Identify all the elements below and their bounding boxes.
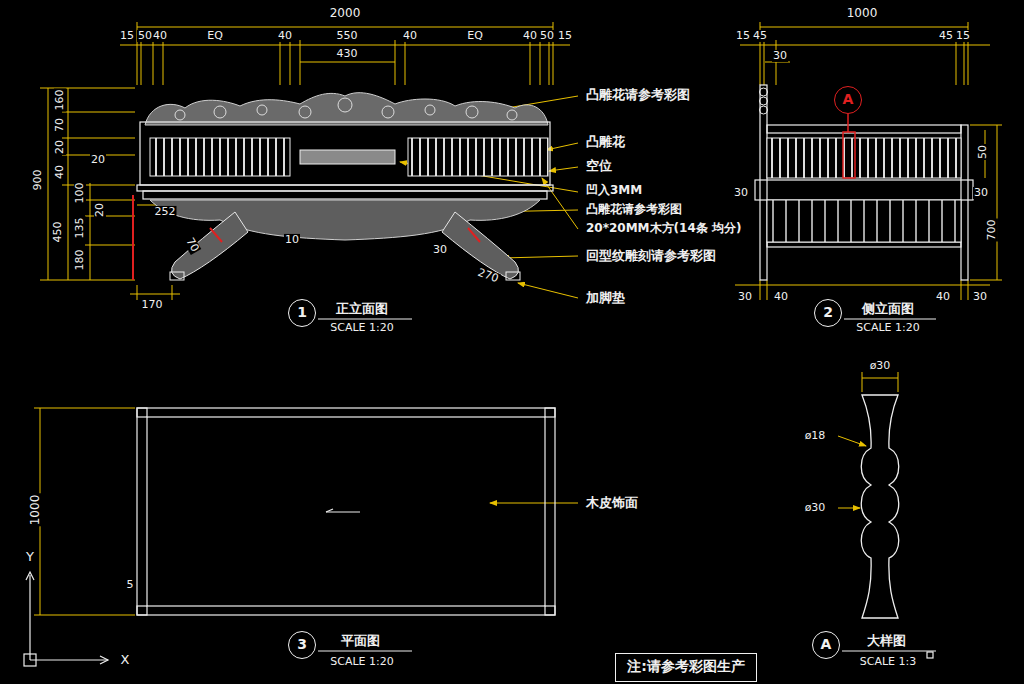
dimension-text: 30 bbox=[733, 187, 749, 199]
dimension-text: 15 bbox=[557, 30, 573, 42]
dimension-text: 1000 bbox=[29, 494, 42, 527]
dimension-text: 10 bbox=[284, 234, 300, 246]
dimension-text: 30 bbox=[772, 50, 788, 62]
callout-number: A bbox=[843, 92, 854, 107]
note-label: 回型纹雕刻请参考彩图 bbox=[585, 249, 717, 263]
dimension-text: X bbox=[120, 653, 131, 667]
callout-circle: 2 bbox=[814, 299, 842, 327]
callout-circle: A bbox=[812, 631, 840, 659]
callout-circle: A bbox=[834, 86, 862, 114]
dimension-text: 550 bbox=[336, 30, 359, 42]
dimension-text: 1000 bbox=[846, 7, 879, 20]
dimension-text: EQ bbox=[206, 30, 224, 42]
note-label: 加脚垫 bbox=[585, 291, 626, 305]
dimension-text: 20 bbox=[54, 139, 66, 155]
callout-circle: 1 bbox=[288, 299, 316, 327]
dimension-text: SCALE 1:20 bbox=[329, 656, 394, 668]
note-label: 凸雕花请参考彩图 bbox=[585, 88, 691, 102]
callout-circle: 3 bbox=[288, 631, 316, 659]
dimension-text: SCALE 1:3 bbox=[859, 656, 917, 668]
note-label: 凸雕花请参考彩图 bbox=[585, 203, 683, 216]
note-label: 侧立面图 bbox=[861, 302, 915, 316]
dimension-text: SCALE 1:20 bbox=[329, 322, 394, 334]
dimension-text: 15 bbox=[955, 30, 971, 42]
callout-number: 3 bbox=[297, 637, 307, 652]
dimension-text: 30 bbox=[432, 244, 448, 256]
dimension-text: 252 bbox=[154, 206, 177, 218]
note-label: 平面图 bbox=[340, 634, 381, 648]
dimension-text: 40 bbox=[402, 30, 418, 42]
dimension-text: 180 bbox=[74, 249, 86, 272]
dimension-text: 15 bbox=[119, 30, 135, 42]
dimension-text: 30 bbox=[737, 291, 753, 303]
dimension-text: 170 bbox=[141, 299, 164, 311]
dimension-text: 700 bbox=[986, 219, 998, 242]
dimension-text: 40 bbox=[54, 164, 66, 180]
note-label: 大样图 bbox=[866, 634, 907, 648]
dimension-text: 30 bbox=[972, 291, 988, 303]
dimension-text: 20 bbox=[94, 202, 106, 218]
dimension-text: 40 bbox=[522, 30, 538, 42]
dimension-text: 40 bbox=[152, 30, 168, 42]
note-label: 空位 bbox=[585, 159, 613, 173]
dimension-text: 100 bbox=[74, 182, 86, 205]
dimension-text: 45 bbox=[938, 30, 954, 42]
dimension-text: 30 bbox=[973, 187, 989, 199]
dimension-text: ø18 bbox=[804, 430, 827, 442]
note-label: 凹入3MM bbox=[585, 184, 643, 197]
dimension-text: 135 bbox=[74, 217, 86, 240]
dimension-text: 50 bbox=[137, 30, 153, 42]
dimension-text: 50 bbox=[539, 30, 555, 42]
note-label: 木皮饰面 bbox=[585, 496, 639, 510]
dimension-text: 15 bbox=[735, 30, 751, 42]
dimension-text: 50 bbox=[977, 144, 989, 160]
note-text: 注:请参考彩图生产 bbox=[627, 659, 745, 674]
dimension-text: SCALE 1:20 bbox=[855, 322, 920, 334]
note-label: 正立面图 bbox=[335, 302, 389, 316]
dimension-text: 70 bbox=[54, 117, 66, 133]
dimension-text: 430 bbox=[336, 48, 359, 60]
dimension-text: 5 bbox=[126, 579, 135, 591]
dimension-text: 40 bbox=[277, 30, 293, 42]
dimension-text: ø30 bbox=[804, 502, 827, 514]
dimension-text: ø30 bbox=[869, 360, 892, 372]
dimension-text: 40 bbox=[773, 291, 789, 303]
dimension-text: 900 bbox=[32, 169, 44, 192]
note-label: 20*20MM木方(14条 均分) bbox=[585, 222, 742, 235]
dimension-text: EQ bbox=[466, 30, 484, 42]
note-label: 凸雕花 bbox=[585, 135, 626, 149]
dimension-text: 40 bbox=[935, 291, 951, 303]
dimension-text: 45 bbox=[752, 30, 768, 42]
callout-number: 2 bbox=[823, 305, 833, 320]
callout-number: 1 bbox=[297, 305, 307, 320]
dimension-text: 160 bbox=[54, 89, 66, 112]
callout-number: A bbox=[821, 637, 832, 652]
dimension-text: 450 bbox=[52, 221, 64, 244]
dimension-text: 2000 bbox=[329, 7, 362, 20]
note-box: 注:请参考彩图生产 bbox=[615, 653, 757, 682]
dimension-text: Y bbox=[25, 550, 35, 564]
dimension-text: 20 bbox=[90, 154, 106, 166]
